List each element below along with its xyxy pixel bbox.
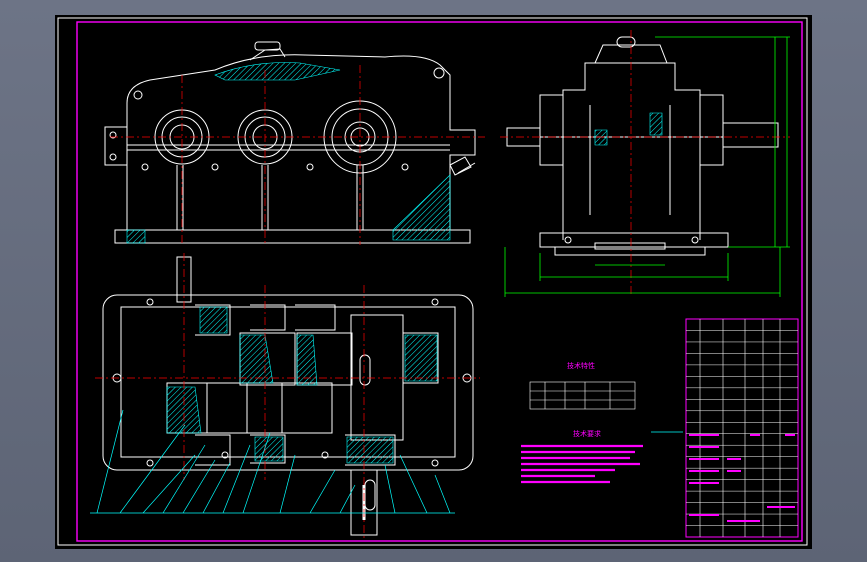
drawing-canvas[interactable]: 技术特性 技术要求 — [55, 15, 812, 549]
top-hatch-gear-1 — [239, 334, 274, 384]
notes-text-block — [521, 444, 643, 484]
table-title: 技术特性 — [567, 361, 595, 370]
top-hatch-bearing-3 — [346, 436, 394, 464]
title-block-rows — [686, 330, 798, 526]
top-centerlines — [95, 253, 480, 540]
title-block — [685, 318, 799, 538]
top-hatch-gear-2 — [296, 334, 318, 386]
side-view — [506, 36, 779, 256]
side-hatch-cap-left — [594, 129, 608, 146]
top-section-view — [102, 256, 474, 536]
side-centerlines — [500, 30, 790, 295]
side-dimensions — [504, 36, 790, 297]
top-hatch-gear-3 — [404, 334, 438, 382]
tech-table — [529, 381, 636, 410]
side-hatch-cap-right — [649, 112, 663, 136]
outer-frame — [57, 17, 808, 546]
front-hatch-left — [126, 229, 146, 244]
part-leaders — [90, 409, 455, 514]
title-block-marks — [689, 434, 795, 522]
notes-title: 技术要求 — [573, 429, 601, 438]
front-hatch-cover — [214, 62, 341, 81]
inner-frame — [76, 21, 803, 542]
top-hatch-bearing-1 — [199, 306, 228, 334]
top-hatch-bearing-2 — [254, 436, 284, 462]
assembly-drawing: 技术特性 技术要求 — [57, 17, 808, 546]
front-centerlines — [110, 65, 485, 245]
front-hatch-corner — [392, 174, 451, 241]
